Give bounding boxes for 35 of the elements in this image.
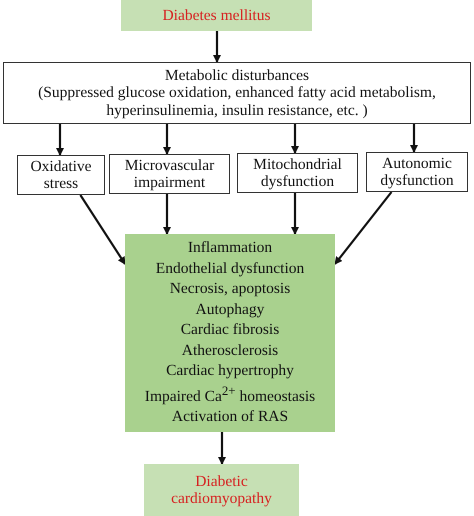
- arrow: [163, 194, 171, 235]
- process-box: [237, 153, 358, 193]
- box-label: Oxidative stress: [29, 158, 93, 192]
- list-item: Atherosclerosis: [182, 340, 278, 361]
- arrow: [334, 191, 392, 265]
- list-item: Activation of RAS: [172, 407, 288, 428]
- process-box: [366, 152, 468, 192]
- arrow: [218, 432, 226, 465]
- list-item: Inflammation: [188, 238, 272, 258]
- box-label: Diabetes mellitus: [162, 6, 271, 24]
- process-box: [109, 154, 230, 194]
- process-box: [3, 62, 471, 124]
- box-label: Autonomic dysfunction: [379, 154, 455, 190]
- arrow: [163, 124, 171, 155]
- start-box: [121, 0, 312, 31]
- box-label: Mitochondrial dysfunction: [252, 156, 343, 190]
- arrow: [56, 124, 64, 156]
- box-description: (Suppressed glucose oxidation, enhanced fatty acid metabolism, hyperinsulinemia, insulin resistance, etc. ): [37, 84, 437, 120]
- outcome-box: [125, 234, 335, 432]
- list-item: Cardiac fibrosis: [180, 320, 280, 340]
- arrow: [291, 124, 299, 154]
- list-item: Necrosis, apoptosis: [170, 279, 290, 300]
- process-box: [17, 155, 105, 195]
- arrow: [291, 193, 299, 235]
- arrow: [410, 124, 418, 153]
- list-item: Endothelial dysfunction: [156, 258, 304, 279]
- box-label: Metabolic disturbances: [164, 66, 310, 84]
- arrow: [79, 194, 126, 265]
- list-item: Cardiac hypertrophy: [166, 361, 294, 382]
- arrow: [213, 31, 221, 63]
- end-box: [144, 464, 299, 516]
- list-item: Impaired Ca$^{2+}$ homeostasis: [144, 382, 316, 407]
- box-label: Microvascular impairment: [124, 156, 216, 192]
- list-item: Autophagy: [196, 300, 264, 320]
- box-label: Diabetic cardiomyopathy: [170, 472, 273, 508]
